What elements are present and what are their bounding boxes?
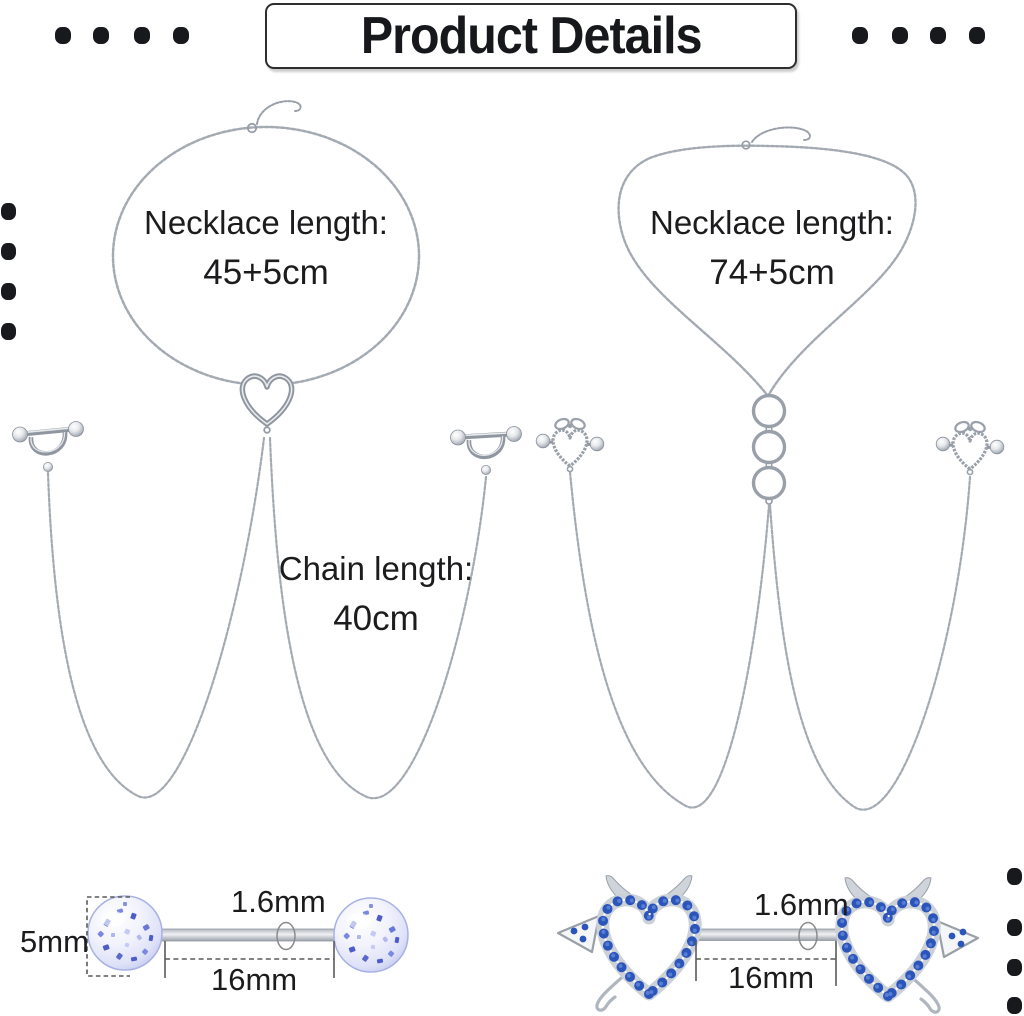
necklace-74cm-illustration [535, 126, 1005, 811]
devil-tail [906, 972, 941, 1014]
clasp-ring [741, 140, 751, 150]
bar-length-label: 16mm [211, 962, 298, 997]
devil-tail [595, 970, 630, 1012]
decor-dot [55, 27, 71, 44]
devil-heart-left [556, 875, 702, 1012]
decor-dot [1007, 959, 1022, 976]
decor-dot [1, 243, 16, 260]
clasp-ring [246, 122, 258, 134]
triple-rings [751, 393, 787, 505]
extender-chain [256, 100, 302, 125]
decor-dot [134, 27, 150, 44]
glitter-ball-right [333, 897, 409, 973]
right-necklace-length-label: Necklace length: 74+5cm [622, 203, 922, 293]
bar-gauge-mark [276, 921, 296, 951]
left-necklace-length-label: Necklace length: 45+5cm [116, 203, 416, 293]
page-title: Product Details [360, 7, 703, 65]
drape-chain-right [268, 436, 488, 800]
pendant-link [263, 426, 271, 434]
devil-heart-barbell-illustration [556, 875, 980, 1014]
bar-gauge-mark [798, 921, 818, 951]
decor-dot [1007, 919, 1022, 936]
decor-dot [852, 27, 868, 44]
label-value: 45+5cm [203, 253, 329, 292]
ball-size-label: 5mm [20, 924, 89, 959]
bar-gauge-label: 1.6mm [231, 884, 326, 919]
heart-pendant-highlight [241, 375, 293, 425]
decor-dot [93, 27, 109, 44]
bar-length-measure [695, 941, 837, 986]
drape-chain-left [568, 470, 771, 809]
heart-bow-barbell-right [935, 420, 1005, 476]
stirrup-barbell-left [12, 421, 84, 472]
glitter-barbell-illustration [86, 895, 409, 978]
decor-dot [1, 203, 16, 220]
heart-pendant [239, 373, 295, 427]
stirrup-barbell-right [450, 426, 522, 475]
label-value: 40cm [333, 599, 419, 638]
heart-bow-barbell-left [535, 417, 605, 473]
chain-length-label: Chain length: 40cm [256, 549, 496, 639]
drape-chain-right [768, 475, 972, 811]
label-line: Necklace length: [144, 204, 388, 241]
barbell-bar [157, 928, 339, 942]
decor-dot [1, 323, 16, 340]
label-value: 74+5cm [709, 253, 835, 292]
label-line: Necklace length: [650, 204, 894, 241]
bar-length-measure [164, 941, 335, 978]
extender-chain [751, 126, 811, 143]
arrow-tip [556, 914, 601, 954]
necklace-45cm-illustration [12, 100, 522, 800]
drape-chain-left [46, 436, 266, 799]
bar-length-label: 16mm [728, 960, 815, 995]
label-line: Chain length: [278, 550, 474, 587]
arrow-tip [935, 919, 980, 959]
bar-gauge-label: 1.6mm [754, 887, 849, 922]
glitter-ball-left [87, 895, 163, 971]
decor-dot [1007, 868, 1022, 885]
decor-dot [1007, 997, 1022, 1014]
decor-dot [173, 27, 189, 44]
decor-dot [969, 27, 985, 44]
decor-dot [930, 27, 946, 44]
title-box: Product Details [265, 3, 797, 69]
decor-dot [1, 283, 16, 300]
decor-dot [892, 27, 908, 44]
devil-heart-right [835, 877, 980, 1014]
necklace-chain-loop [617, 144, 917, 398]
